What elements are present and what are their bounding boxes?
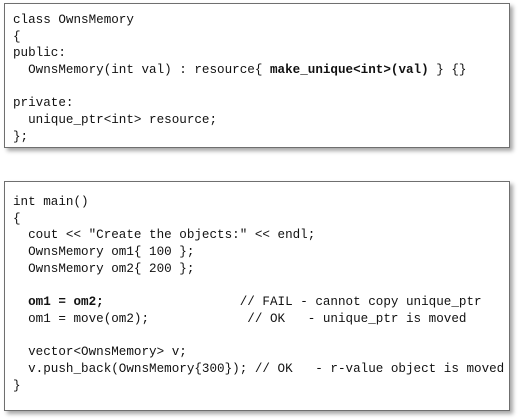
code-line: v.push_back(OwnsMemory{300}); // OK - r-… (13, 361, 504, 378)
code-block: int main() { cout << "Create the objects:… (13, 194, 504, 394)
code-text: { (13, 29, 21, 44)
code-line: class OwnsMemory (13, 12, 466, 29)
code-line: public: (13, 45, 466, 62)
code-line: int main() (13, 194, 504, 211)
code-text: }; (13, 129, 29, 144)
code-line: private: (13, 95, 466, 112)
code-line: om1 = om2; // FAIL - cannot copy unique_… (13, 294, 504, 311)
code-text: OwnsMemory(int val) : resource{ (13, 63, 270, 78)
code-line: unique_ptr<int> resource; (13, 112, 466, 129)
code-line (13, 328, 504, 345)
code-text (13, 295, 28, 309)
code-text: } (13, 378, 21, 393)
code-line: OwnsMemory(int val) : resource{ make_uni… (13, 62, 466, 79)
code-line: om1 = move(om2); // OK - unique_ptr is m… (13, 311, 504, 328)
code-text: unique_ptr<int> resource; (13, 113, 218, 128)
code-text: om1 = move(om2); // OK - unique_ptr is m… (13, 311, 467, 326)
code-text: class OwnsMemory (13, 13, 134, 27)
code-line: OwnsMemory om2{ 200 }; (13, 261, 504, 278)
code-text: vector<OwnsMemory> v; (13, 345, 187, 360)
code-block: class OwnsMemory { public: OwnsMemory(int … (13, 12, 466, 146)
code-line: }; (13, 129, 466, 146)
code-text: v.push_back(OwnsMemory{300}); // OK - r-… (13, 361, 505, 376)
code-text: int main() (13, 195, 89, 209)
code-line (13, 79, 466, 96)
code-token-bold: make_unique<int>(val) (269, 63, 429, 78)
code-line: OwnsMemory om1{ 100 }; (13, 244, 504, 261)
code-text: private: (13, 96, 74, 111)
code-text: cout << "Create the objects:" << endl; (13, 228, 316, 243)
code-line: { (13, 29, 466, 46)
code-line: } (13, 378, 504, 395)
code-text: // FAIL - cannot copy unique_ptr (103, 295, 482, 310)
code-text: OwnsMemory om2{ 200 }; (13, 261, 195, 276)
code-text: OwnsMemory om1{ 100 }; (13, 245, 195, 260)
code-line: { (13, 211, 504, 228)
code-line: vector<OwnsMemory> v; (13, 344, 504, 361)
code-token-bold: om1 = om2; (28, 295, 104, 310)
code-line: cout << "Create the objects:" << endl; (13, 227, 504, 244)
code-text: public: (13, 46, 66, 61)
code-snippet-main-function: int main() { cout << "Create the objects:… (4, 181, 510, 411)
code-line (13, 277, 504, 294)
code-text: } {} (428, 63, 467, 78)
code-text: { (13, 211, 21, 226)
code-snippet-class-definition: class OwnsMemory { public: OwnsMemory(int … (4, 3, 510, 148)
